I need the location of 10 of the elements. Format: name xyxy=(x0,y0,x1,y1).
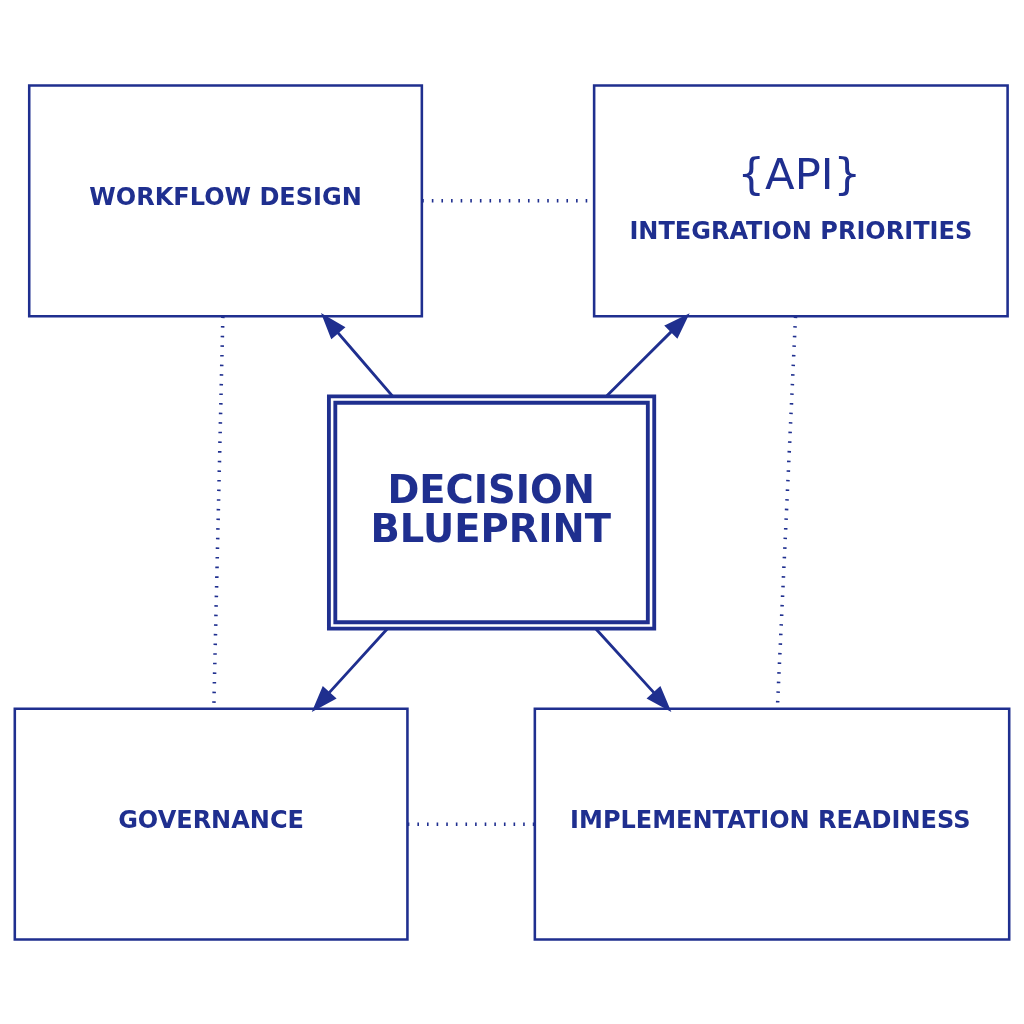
arrow xyxy=(605,312,690,397)
node-box: {API} INTEGRATION PRIORITIES xyxy=(592,83,1009,317)
node-box: WORKFLOW DESIGN xyxy=(27,83,424,317)
arrow xyxy=(594,627,672,712)
node-box: GOVERNANCE xyxy=(13,707,409,941)
arrow xyxy=(311,627,389,712)
node-box: DECISION BLUEPRINT xyxy=(326,393,657,631)
connector xyxy=(407,821,535,826)
arrow xyxy=(321,312,394,397)
node-box: IMPLEMENTATION READINESS xyxy=(533,707,1011,941)
